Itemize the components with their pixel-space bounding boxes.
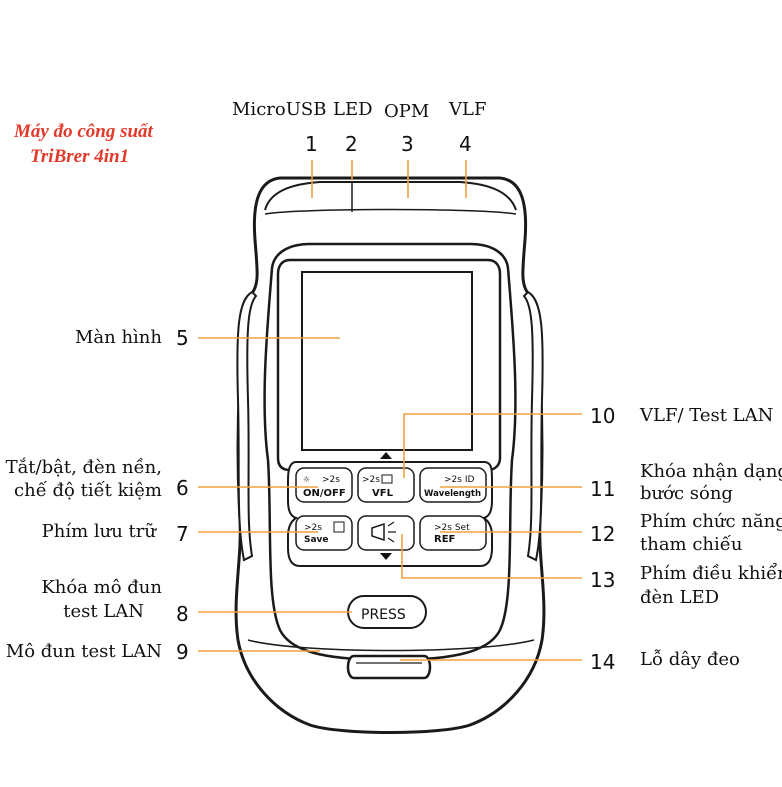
callout-number-10: 10 <box>590 404 616 428</box>
callout-number-3: 3 <box>401 132 414 156</box>
callout-number-5: 5 <box>176 326 189 350</box>
label-lan-lock-line2: test LAN <box>63 601 144 622</box>
label-led: LED <box>333 99 373 120</box>
callout-number-2: 2 <box>345 132 358 156</box>
left-grip <box>236 290 258 562</box>
ref-label: REF <box>434 534 455 545</box>
callout-lines <box>198 160 582 661</box>
label-opm: OPM <box>384 101 430 122</box>
label-lan-module: Mô đun test LAN <box>5 641 162 662</box>
top-cap <box>264 181 517 211</box>
light-rays-icon <box>387 521 396 543</box>
led-button[interactable] <box>357 515 415 551</box>
callout-number-14: 14 <box>590 650 616 674</box>
vfl-top-label: >2s <box>362 475 380 485</box>
wavelength-label: Wavelength <box>424 489 481 499</box>
ref-button[interactable] <box>419 515 487 551</box>
callout-line-10 <box>403 413 582 478</box>
screen <box>301 271 473 451</box>
down-arrow-icon <box>380 553 392 560</box>
onoff-top-label: >2s <box>322 475 340 485</box>
ref-top-label: >2s Set <box>434 523 470 533</box>
label-vlf: VLF <box>449 99 487 120</box>
onoff-button[interactable] <box>295 467 353 503</box>
right-grip <box>522 290 544 562</box>
callout-number-11: 11 <box>590 477 616 501</box>
callout-number-9: 9 <box>176 640 189 664</box>
label-ref-line1: Phím chức năng <box>640 511 782 532</box>
diagram-title-line1: Máy đo công suất <box>14 121 153 142</box>
label-screen: Màn hình <box>74 327 162 348</box>
top-cap-inner <box>264 208 517 215</box>
callout-number-1: 1 <box>305 132 318 156</box>
label-save-key: Phím lưu trữ <box>41 521 156 542</box>
flashlight-icon <box>371 522 385 542</box>
label-microusb: MicroUSB <box>232 99 327 120</box>
callout-number-13: 13 <box>590 568 616 592</box>
callout-number-7: 7 <box>176 522 189 546</box>
label-wavelength-line1: Khóa nhận dạng <box>640 461 782 482</box>
label-vlf-lan: VLF/ Test LAN <box>640 405 774 426</box>
label-power-line1: Tắt/bật, đèn nền, <box>5 457 162 478</box>
strap-hole <box>346 654 432 680</box>
wavelength-button[interactable] <box>419 467 487 503</box>
onoff-label: ON/OFF <box>303 488 346 499</box>
label-power-line2: chế độ tiết kiệm <box>14 480 162 501</box>
up-arrow-icon <box>380 452 392 459</box>
label-ref-line2: tham chiếu <box>640 534 743 555</box>
label-lan-lock-line1: Khóa mô đun <box>41 577 162 598</box>
callout-number-8: 8 <box>176 602 189 626</box>
callout-line-13 <box>401 534 582 579</box>
save-disk-icon <box>333 521 345 533</box>
save-button[interactable] <box>295 515 353 551</box>
diagram-title-line2: TriBrer 4in1 <box>30 146 130 167</box>
save-label: Save <box>304 535 329 545</box>
lan-icon <box>381 474 393 484</box>
label-led-key-line1: Phím điều khiển <box>640 563 782 584</box>
callout-number-4: 4 <box>459 132 472 156</box>
lan-module-line <box>247 639 535 652</box>
label-led-key-line2: đèn LED <box>640 587 720 608</box>
label-wavelength-line2: bước sóng <box>640 483 733 504</box>
press-label: PRESS <box>361 607 406 623</box>
label-strap-hole: Lỗ dây đeo <box>640 649 740 670</box>
callout-number-6: 6 <box>176 476 189 500</box>
save-top-label: >2s <box>304 523 322 533</box>
vfl-button[interactable] <box>357 467 415 503</box>
vfl-label: VFL <box>372 488 394 499</box>
onoff-sun-icon: ☼ <box>303 475 310 484</box>
wavelength-top-label: >2s ID <box>444 475 474 485</box>
callout-number-12: 12 <box>590 522 616 546</box>
